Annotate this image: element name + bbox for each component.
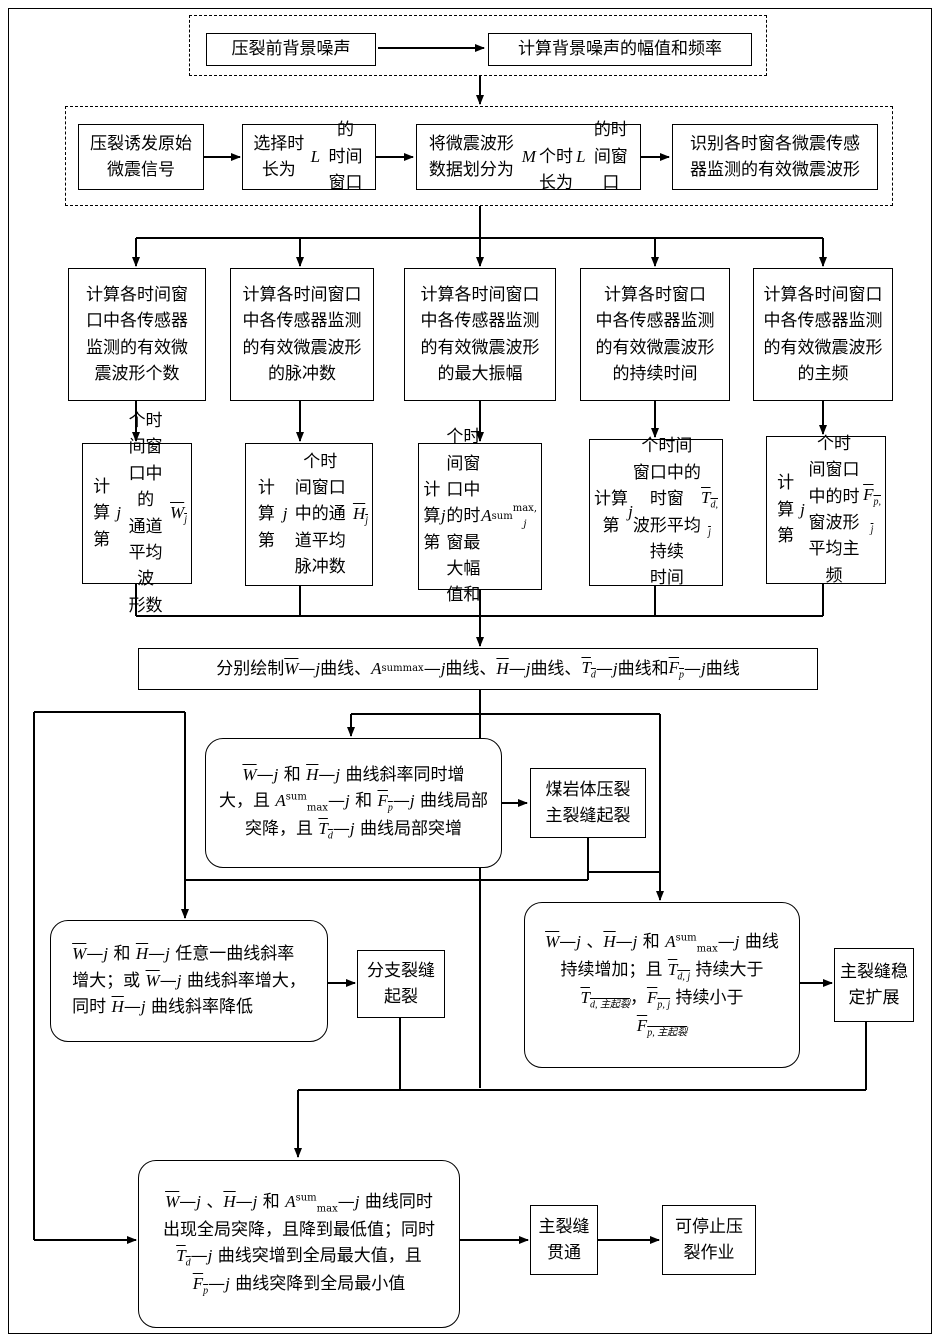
avg-duration-box: 计算第 j 个时间窗口中的时窗波形平均持续时间Td, j [589,439,723,586]
condition-branch-fracture: W—j 和 H—j 任意一曲线斜率增大；或 W—j 曲线斜率增大，同时 H—j … [50,920,328,1042]
select-window-box: 选择时长为L的时间窗口 [242,124,376,190]
stop-fracturing-box: 可停止压裂作业 [662,1205,756,1275]
raw-signal-box: 压裂诱发原始微震信号 [78,124,204,190]
identify-waveform-box: 识别各时窗各微震传感器监测的有效微震波形 [672,124,878,190]
calc-max-amplitude-box: 计算各时间窗口中各传感器监测的有效微震波形的最大振幅 [404,268,556,401]
main-fracture-propagation-box: 主裂缝稳定扩展 [834,948,914,1022]
calc-waveform-count-box: 计算各时间窗口中各传感器监测的有效微震波形个数 [68,268,206,401]
condition-main-fracture-initiation: W—j 和 H—j 曲线斜率同时增大，且 Asummax—j 和 Fp—j 曲线… [205,738,502,868]
max-amplitude-sum-box: 计算第 j 个时间窗口中的时窗最大幅值和Asummax, j [418,443,542,590]
divide-window-box: 将微震波形数据划分为M个时长为L的时间窗口 [416,124,641,190]
plot-curves-box: 分别绘制W—j 曲线、Asummax—j 曲线、H—j 曲线、Td—j 曲线和F… [138,648,818,690]
avg-waveform-count-box: 计算第 j 个时间窗口中的通道平均波形数Wj [82,443,192,584]
branch-fracture-box: 分支裂缝起裂 [357,950,445,1018]
calc-noise-box: 计算背景噪声的幅值和频率 [488,33,752,66]
main-fracture-penetration-box: 主裂缝贯通 [530,1205,598,1275]
calc-pulse-count-box: 计算各时间窗口中各传感器监测的有效微震波形的脉冲数 [230,268,374,401]
pre-fracture-noise-box: 压裂前背景噪声 [206,33,376,66]
condition-main-fracture-propagation: W—j 、H—j 和 Asummax—j 曲线持续增加；且 Td, j 持续大于… [524,902,800,1068]
avg-frequency-box: 计算第 j 个时间窗口中的时窗波形平均主频Fp, j [766,436,886,584]
calc-frequency-box: 计算各时间窗口中各传感器监测的有效微震波形的主频 [753,268,893,401]
avg-pulse-count-box: 计算第 j 个时间窗口中的通道平均脉冲数Hj [245,443,373,586]
condition-main-fracture-penetration: W—j 、H—j 和 Asummax—j 曲线同时出现全局突降，且降到最低值；同… [138,1160,460,1328]
calc-duration-box: 计算各时窗口中各传感器监测的有效微震波形的持续时间 [580,268,730,401]
main-fracture-initiation-box: 煤岩体压裂主裂缝起裂 [530,768,646,838]
